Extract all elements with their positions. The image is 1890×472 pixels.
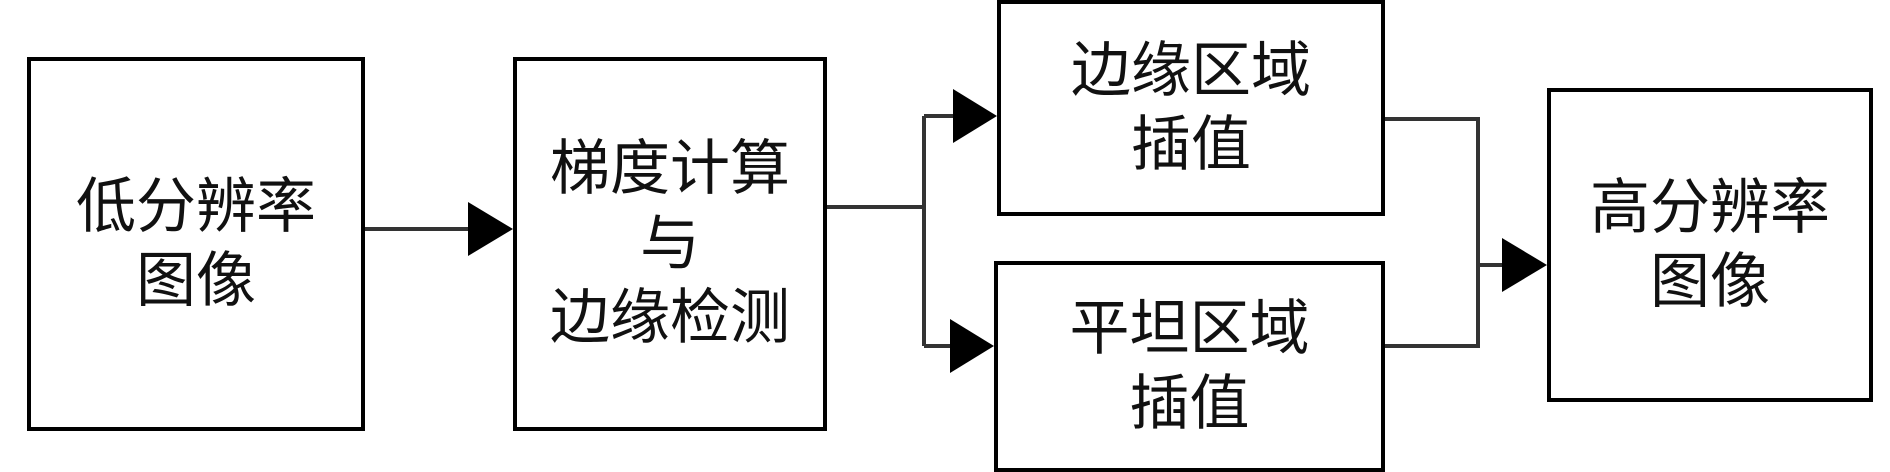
arrowhead-to-high <box>1502 238 1547 292</box>
low-res-image-node: 低分辨率 图像 <box>27 57 365 431</box>
flat-region-interpolation-node: 平坦区域 插值 <box>994 261 1385 472</box>
node-label-line: 插值 <box>1131 110 1251 180</box>
arrowhead-to-flat <box>950 319 994 373</box>
node-label-line: 图像 <box>136 246 256 316</box>
node-label-line: 梯度计算 <box>550 134 790 205</box>
node-label-line: 插值 <box>1129 368 1250 439</box>
node-label-line: 边缘检测 <box>550 283 790 354</box>
arrowhead-to-edge <box>953 89 997 143</box>
edge-region-interpolation-node: 边缘区域 插值 <box>997 0 1385 216</box>
node-label-line: 图像 <box>1650 247 1770 317</box>
node-label-line: 低分辨率 <box>76 171 316 242</box>
arrowhead-to-gradient <box>468 202 513 256</box>
gradient-edge-detection-node: 梯度计算 与 边缘检测 <box>513 57 827 431</box>
node-label-line: 边缘区域 <box>1071 35 1311 106</box>
high-res-image-node: 高分辨率 图像 <box>1547 88 1873 402</box>
node-label-line: 高分辨率 <box>1590 172 1830 243</box>
node-label-line: 平坦区域 <box>1069 294 1310 365</box>
node-label-line: 与 <box>640 208 700 279</box>
connector-merge <box>1385 117 1480 348</box>
